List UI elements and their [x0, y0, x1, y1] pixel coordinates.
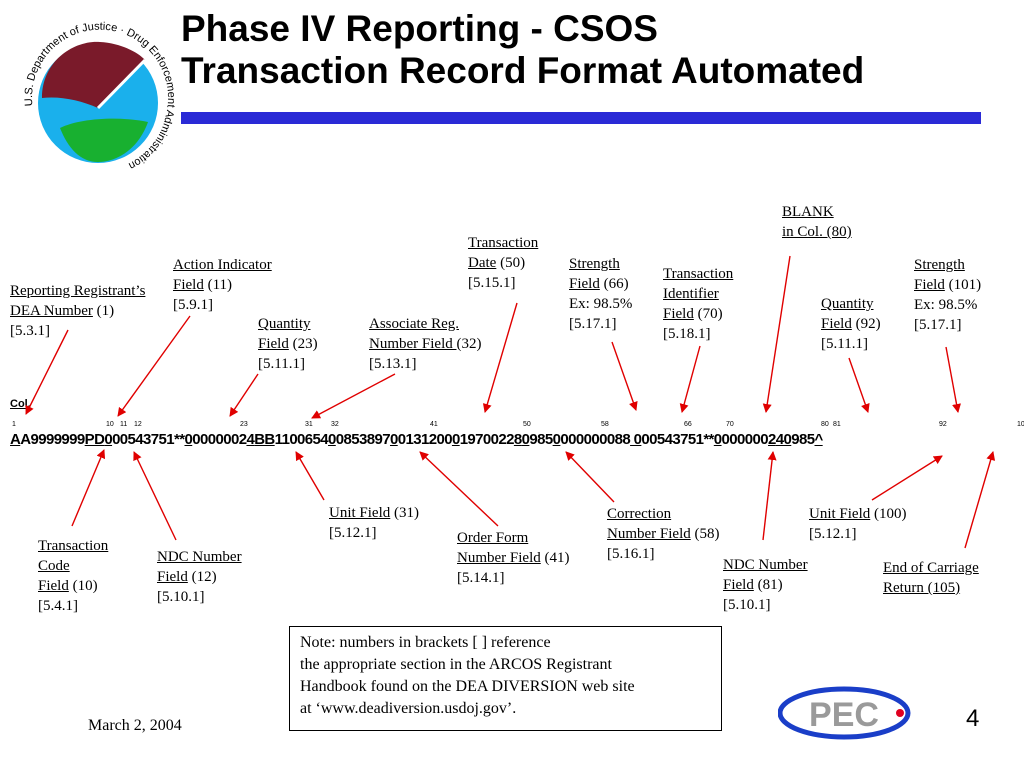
record-segment: 0131200: [397, 431, 453, 448]
record-segment: A: [10, 431, 21, 448]
annotation-correction: Correction Number Field (58) [5.16.1]: [607, 506, 720, 562]
arrow-assoc: [311, 373, 396, 419]
arrow-ndc12: [133, 451, 177, 541]
column-tick: 31: [305, 421, 313, 428]
pec-logo: PEC: [778, 686, 911, 740]
arrow-unit31: [295, 451, 325, 501]
record-segment: 000000088: [560, 431, 631, 448]
annotation-action-indicator: Action Indicator Field (11) [5.9.1]: [173, 257, 272, 313]
arrow-strength66: [611, 341, 638, 411]
record-segment: 0853897: [335, 431, 391, 448]
arrow-trans-code: [71, 449, 106, 527]
annotation-transaction-date: Transaction Date (50) [5.15.1]: [468, 235, 539, 291]
dea-seal-logo: U.S. Department of Justice · Drug Enforc…: [23, 21, 177, 172]
note-line-1: Note: numbers in brackets [ ] reference: [300, 634, 551, 651]
record-segment: 0: [184, 431, 193, 448]
note-line-3: Handbook found on the DEA DIVERSION web …: [300, 678, 635, 695]
column-tick: 10: [106, 421, 114, 428]
annotation-quantity-23: Quantity Field (23) [5.11.1]: [258, 316, 318, 372]
column-tick: 58: [601, 421, 609, 428]
record-segment: 0: [713, 431, 722, 448]
record-segment: 0: [389, 431, 398, 448]
record-segment: 985: [791, 431, 815, 448]
title-line-2: Transaction Record Format Automated: [181, 50, 865, 91]
annotation-order-form: Order Form Number Field (41) [5.14.1]: [457, 530, 570, 586]
column-tick: 1: [12, 421, 16, 428]
record-segment: ^: [814, 431, 824, 448]
annotation-strength-66: Strength Field (66) Ex: 98.5% [5.17.1]: [569, 256, 633, 332]
annotation-transaction-code: Transaction Code Field (10) [5.4.1]: [38, 538, 109, 614]
record-segment: 0000002: [192, 431, 247, 448]
arrow-qty23: [229, 373, 259, 417]
arrow-blank: [762, 255, 791, 413]
record-segment: 2: [768, 431, 776, 448]
record-segment: 000000: [721, 431, 769, 448]
page-number: 4: [966, 705, 980, 732]
annotation-unit-100: Unit Field (100) [5.12.1]: [809, 506, 907, 542]
arrow-eoc: [964, 451, 996, 549]
footer-date: March 2, 2004: [88, 717, 182, 734]
annotation-associate-reg: Associate Reg. Number Field (32) [5.13.1…: [369, 316, 482, 372]
arrow-ndc81: [762, 451, 777, 541]
transaction-record: AA9999999PD000543751**000000024BB1100654…: [10, 431, 823, 448]
annotation-blank-80: BLANK in Col. (80): [782, 204, 852, 240]
column-tick: 12: [134, 421, 142, 428]
arrow-registrant: [25, 329, 69, 415]
title-line-1: Phase IV Reporting - CSOS: [181, 8, 658, 49]
column-tick: 23: [240, 421, 248, 428]
note-box: Note: numbers in brackets [ ] reference …: [289, 626, 722, 731]
column-tick: 32: [331, 421, 339, 428]
arrow-correction: [565, 451, 615, 503]
annotation-end-carriage-return: End of Carriage Return (105): [883, 560, 979, 596]
annotation-quantity-92: Quantity Field (92) [5.11.1]: [821, 296, 881, 352]
arrow-action: [117, 315, 191, 417]
column-tick: 10: [1017, 421, 1024, 428]
annotation-ndc-81: NDC Number Field (81) [5.10.1]: [723, 557, 808, 613]
record-segment: 4: [775, 431, 784, 448]
note-line-4: at ‘www.deadiversion.usdoj.gov’.: [300, 700, 517, 717]
record-segment: 0: [521, 431, 530, 448]
title-rule: [181, 112, 981, 124]
page-title: Phase IV Reporting - CSOS Transaction Re…: [181, 8, 864, 92]
svg-text:PEC: PEC: [809, 696, 879, 734]
record-segment: BB: [254, 431, 275, 448]
record-segment: 0: [451, 431, 460, 448]
arrow-strength101: [945, 346, 961, 413]
record-segment: A9999999: [20, 431, 85, 448]
arrow-order-form: [419, 451, 499, 527]
record-segment: 0: [552, 431, 561, 448]
record-segment: 1100654: [274, 431, 329, 448]
annotation-unit-31: Unit Field (31) [5.12.1]: [329, 505, 420, 541]
record-segment: 4: [246, 431, 255, 448]
arrow-qty92: [848, 357, 870, 413]
arrow-trans-id: [679, 345, 701, 413]
column-tick: 11: [120, 421, 128, 428]
record-segment: 0: [328, 431, 336, 448]
column-tick: 66: [684, 421, 692, 428]
arrow-unit100: [871, 455, 943, 501]
note-line-2: the appropriate section in the ARCOS Reg…: [300, 656, 612, 673]
annotation-ndc-12: NDC Number Field (12) [5.10.1]: [157, 549, 242, 605]
annotation-registrant-dea: Reporting Registrant’s DEA Number (1) [5…: [10, 283, 146, 339]
record-segment: PD: [84, 431, 105, 448]
column-tick: 81: [833, 421, 841, 428]
column-tick: 50: [523, 421, 531, 428]
record-segment: 00543751**: [641, 431, 714, 448]
arrow-trans-date: [482, 302, 518, 413]
annotation-transaction-identifier: Transaction Identifier Field (70) [5.18.…: [663, 266, 734, 342]
record-segment: 0: [104, 431, 113, 448]
record-segment: 1970022: [459, 431, 515, 448]
record-segment: 985: [529, 431, 553, 448]
record-segment: 0: [783, 431, 792, 448]
record-segment: 00543751**: [112, 431, 185, 448]
column-tick: 80: [821, 421, 829, 428]
annotation-strength-101: Strength Field (101) Ex: 98.5% [5.17.1]: [914, 257, 982, 333]
record-segment: 0: [630, 431, 642, 448]
column-tick: 70: [726, 421, 734, 428]
column-ticks: 1 10 11 12 23 31 32 41 50 58 66 70 80 81 92 10: [0, 421, 1024, 431]
column-tick: 41: [430, 421, 438, 428]
record-segment: 8: [513, 431, 522, 448]
column-tick: 92: [939, 421, 947, 428]
